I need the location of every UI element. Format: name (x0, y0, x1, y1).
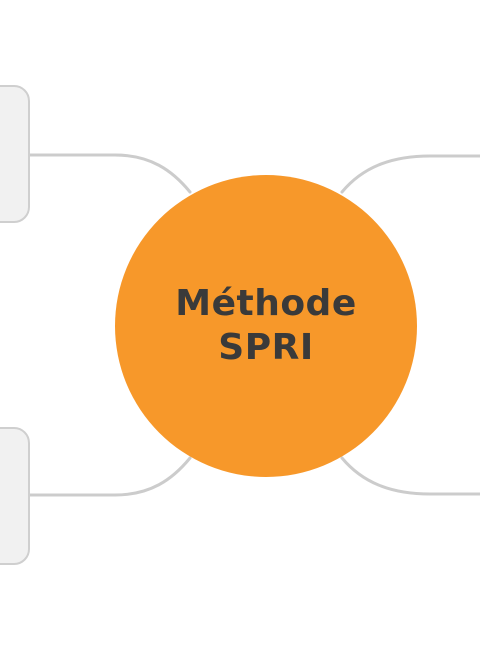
connector-top-left (28, 153, 192, 194)
branch-node-top-left[interactable] (0, 85, 30, 223)
branch-node-bottom-left[interactable] (0, 427, 30, 565)
connector-top-right (340, 154, 480, 194)
central-topic-line-1: Méthode (175, 283, 357, 325)
connector-bottom-left (28, 456, 192, 497)
central-topic-title: Méthode SPRI (175, 282, 357, 370)
central-topic-node[interactable]: Méthode SPRI (115, 175, 417, 477)
connector-bottom-right (340, 456, 480, 496)
central-topic-line-2: SPRI (218, 327, 314, 368)
